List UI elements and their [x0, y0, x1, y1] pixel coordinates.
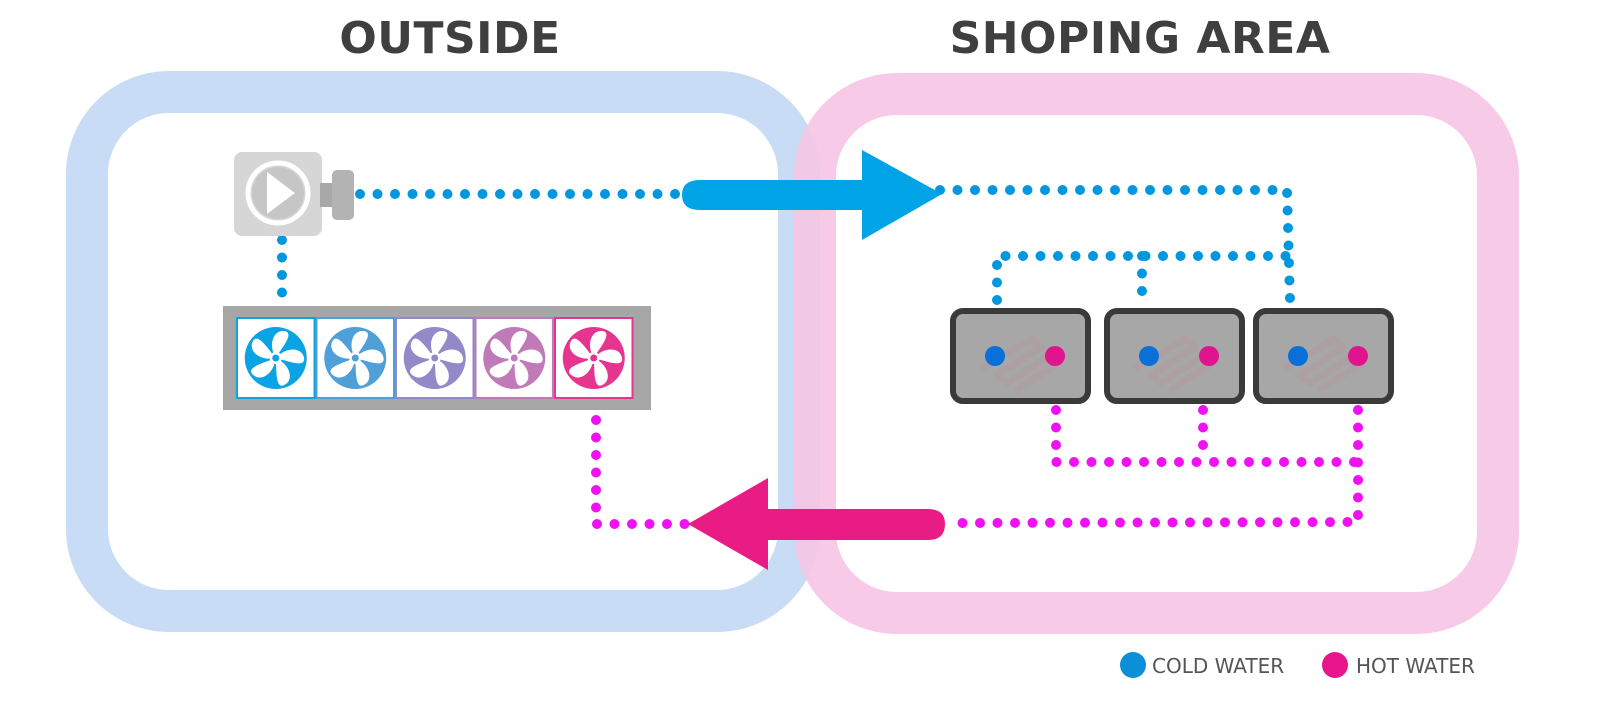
cold-inlet-port	[985, 346, 1005, 366]
cold-pipe-arrow-to-units	[935, 185, 1295, 305]
legend-label-cold: COLD WATER	[1152, 654, 1284, 678]
hot-water-pipes	[591, 405, 1363, 529]
fan-unit	[315, 317, 395, 399]
cold-inlet-port	[1139, 346, 1159, 366]
hot-pipe-return	[950, 405, 1363, 528]
legend-item-hot-water: HOT WATER	[1322, 652, 1475, 678]
indoor-unit	[1104, 308, 1245, 404]
legend: COLD WATER HOT WATER	[1120, 652, 1475, 678]
title-shopping-area: SHOPING AREA	[950, 13, 1331, 64]
fan-unit	[554, 317, 634, 399]
legend-swatch-cold	[1120, 652, 1146, 678]
hot-flow-arrow	[688, 478, 945, 570]
fan-icon	[562, 327, 625, 389]
legend-swatch-hot	[1322, 652, 1348, 678]
hot-outlet-port	[1199, 346, 1219, 366]
cold-pipe-manifold	[992, 251, 1292, 305]
fan-icon	[403, 327, 466, 389]
indoor-unit	[1253, 308, 1394, 404]
dry-cooler	[223, 306, 651, 410]
fan-unit	[474, 317, 554, 399]
fan-icon	[483, 327, 546, 389]
hot-outlet-port	[1348, 346, 1368, 366]
legend-label-hot: HOT WATER	[1356, 654, 1475, 678]
pump	[234, 152, 354, 236]
fan-icon	[324, 327, 387, 389]
cold-flow-arrow	[682, 150, 942, 240]
fan-unit	[395, 317, 475, 399]
cold-water-pipes	[277, 185, 1295, 310]
hot-pipe-cooler-to-arrow	[591, 415, 695, 529]
fan-unit	[236, 317, 316, 399]
title-outside: OUTSIDE	[339, 13, 560, 64]
fan-icon	[244, 327, 307, 389]
indoor-unit	[950, 308, 1091, 404]
pump-icon	[245, 160, 311, 226]
zone-shopping-area	[794, 73, 1519, 634]
hot-outlet-port	[1045, 346, 1065, 366]
indoor-units	[950, 308, 1394, 404]
hot-pipe-units-collector	[1051, 405, 1363, 467]
cold-inlet-port	[1288, 346, 1308, 366]
legend-item-cold-water: COLD WATER	[1120, 652, 1284, 678]
